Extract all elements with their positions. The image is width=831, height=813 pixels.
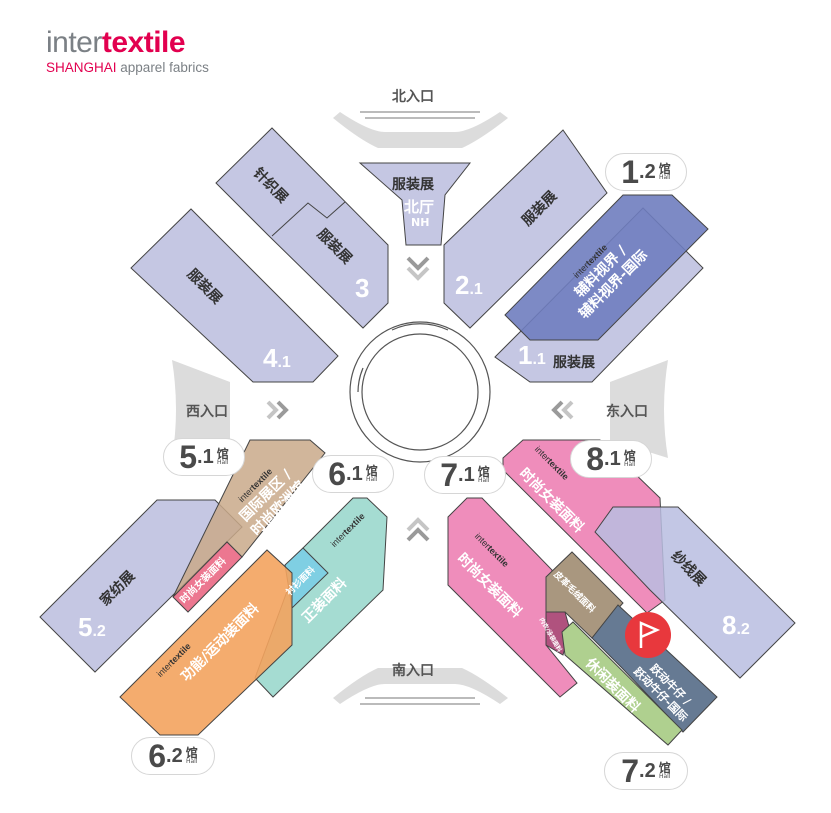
north-hall-zone: 服装展 bbox=[392, 177, 434, 193]
badge-guan: 馆 bbox=[623, 449, 636, 463]
hall-1-1-number: 1.1 bbox=[518, 340, 546, 371]
logo-shanghai: SHANGHAI bbox=[46, 60, 117, 75]
badge-hall: Hall bbox=[623, 461, 636, 468]
hall-4-1-main: 4 bbox=[263, 343, 278, 373]
badge-hall: Hall bbox=[658, 773, 671, 780]
west-entrance[interactable]: 西入口 bbox=[186, 404, 228, 420]
hall-5-2-sub: .2 bbox=[92, 623, 106, 640]
badge-guan: 馆 bbox=[365, 464, 378, 478]
badge-guan: 馆 bbox=[216, 447, 229, 461]
hall-4-1-number: 4.1 bbox=[263, 343, 291, 374]
badge-hall: Hall bbox=[185, 758, 198, 765]
hall-2-1[interactable] bbox=[443, 129, 608, 329]
hall-5-2-main: 5 bbox=[78, 612, 93, 642]
badge-sub: .2 bbox=[639, 160, 656, 183]
hall-6-2[interactable] bbox=[119, 549, 293, 736]
logo-inter: inter bbox=[46, 26, 102, 59]
north-hall-code: NH bbox=[411, 216, 430, 229]
south-entrance[interactable]: 南入口 bbox=[392, 663, 434, 679]
hall-4-1[interactable] bbox=[130, 208, 339, 383]
central-hub bbox=[349, 321, 491, 463]
badge-hall: Hall bbox=[658, 174, 671, 181]
hall-5-2-number: 5.2 bbox=[78, 612, 106, 643]
flag-marker[interactable] bbox=[625, 612, 671, 658]
badge-sub: .2 bbox=[639, 759, 656, 782]
badge-sub: .1 bbox=[604, 447, 621, 470]
badge-hall: Hall bbox=[216, 459, 229, 466]
badge-number: 5 bbox=[179, 438, 198, 475]
hall-1-1-zone: 服装展 bbox=[553, 355, 595, 371]
badge-guan: 馆 bbox=[658, 162, 671, 176]
hall-3[interactable] bbox=[215, 127, 389, 329]
hall-3-number: 3 bbox=[355, 273, 370, 303]
badge-sub: .1 bbox=[197, 445, 214, 468]
logo-textile: textile bbox=[101, 26, 186, 59]
badge-sub: .1 bbox=[458, 463, 475, 486]
badge-number: 8 bbox=[586, 440, 605, 477]
badge-number: 6 bbox=[148, 737, 167, 774]
hall-8-2[interactable] bbox=[594, 506, 796, 679]
hall-2-1-number: 2.1 bbox=[455, 270, 483, 301]
badge-hall: Hall bbox=[365, 476, 378, 483]
badge-guan: 馆 bbox=[658, 761, 671, 775]
badge-number: 1 bbox=[621, 153, 640, 190]
badge-number: 6 bbox=[328, 455, 347, 492]
badge-sub: .1 bbox=[346, 462, 363, 485]
logo-apparel: apparel fabrics bbox=[120, 60, 209, 75]
badge-sub: .2 bbox=[166, 744, 183, 767]
hall-1-1-main: 1 bbox=[518, 340, 533, 370]
east-entrance[interactable]: 东入口 bbox=[606, 404, 648, 420]
zone-casual[interactable] bbox=[561, 621, 683, 746]
hall-8-2-sub: .2 bbox=[736, 621, 750, 638]
badge-guan: 馆 bbox=[185, 746, 198, 760]
entrance-lines bbox=[360, 111, 480, 705]
badge-guan: 馆 bbox=[477, 465, 490, 479]
hall-2-1-sub: .1 bbox=[469, 281, 483, 298]
entrance-shapes bbox=[172, 112, 668, 704]
hall-north[interactable] bbox=[358, 162, 472, 246]
north-hall-name: 北厅 bbox=[404, 198, 435, 216]
hall-1-2[interactable] bbox=[504, 194, 709, 341]
hall-8-2-main: 8 bbox=[722, 610, 737, 640]
hall-3-divider bbox=[271, 201, 346, 237]
intertextile-logo: intertextile SHANGHAI apparel fabrics bbox=[46, 26, 209, 76]
badge-hall: Hall bbox=[477, 477, 490, 484]
hall-2-1-main: 2 bbox=[455, 270, 470, 300]
zone-5-1-womenswear[interactable] bbox=[172, 541, 243, 613]
hall-8-2-number: 8.2 bbox=[722, 610, 750, 641]
north-entrance[interactable]: 北入口 bbox=[392, 89, 434, 105]
badge-number: 7 bbox=[440, 456, 459, 493]
hall-4-1-sub: .1 bbox=[277, 354, 291, 371]
chevron-icons bbox=[266, 256, 574, 542]
hall-1-1-sub: .1 bbox=[532, 351, 546, 368]
flag-icon bbox=[639, 621, 661, 648]
badge-number: 7 bbox=[621, 752, 640, 789]
zone-denim[interactable] bbox=[591, 604, 718, 733]
